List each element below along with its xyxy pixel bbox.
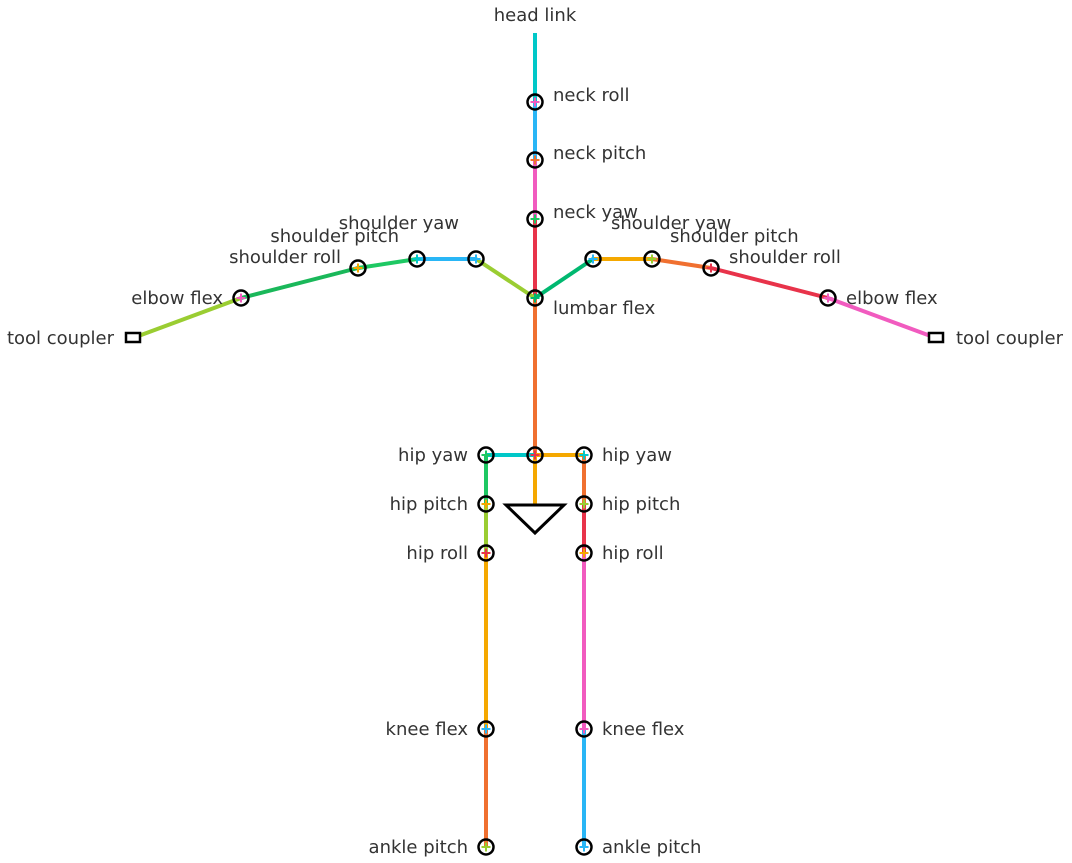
link-left-upper-arm [240,266,359,300]
link-right-shoulder-base [533,257,595,300]
joint-left-ankle-pitch-ring [477,838,495,856]
joint-lumbar-flex-icon [526,289,544,307]
joint-right-shoulder-pitch-icon [643,250,661,268]
joint-left-knee-flex-ring [477,720,495,738]
joint-pelvis-icon [526,446,544,464]
joint-neck-roll-ring [526,93,544,111]
label-neck-roll: neck roll [553,85,630,106]
label-right-elbow-flex: elbow flex [846,288,938,309]
label-left-shoulder-pitch: shoulder pitch [270,226,399,247]
joint-lumbar-flex-ring [526,289,544,307]
joint-pelvis-ring [526,446,544,464]
link-right-shoulder-pitch [651,257,712,270]
joint-left-knee-flex-icon [477,720,495,738]
label-right-hip-yaw: hip yaw [602,445,672,466]
joint-right-elbow-flex-ring [819,289,837,307]
joint-right-shoulder-roll-icon [702,259,720,277]
label-right-shoulder-roll: shoulder roll [729,247,841,268]
joint-right-hip-roll-icon [575,544,593,562]
link-left-shoulder-pitch [357,257,418,270]
label-right-ankle-pitch: ankle pitch [602,837,701,858]
label-right-shoulder-yaw: shoulder yaw [611,213,731,234]
label-right-hip-roll: hip roll [602,543,664,564]
joint-right-shoulder-pitch-ring [643,250,661,268]
label-right-hip-pitch: hip pitch [602,494,680,515]
joint-left-elbow-flex-ring [232,289,250,307]
joint-left-ankle-pitch-icon [477,838,495,856]
left-tool-coupler-icon [124,331,142,344]
label-neck-pitch: neck pitch [553,143,646,164]
joint-left-hip-pitch-icon [477,495,495,513]
joint-left-hip-roll-ring [477,544,495,562]
label-left-knee-flex: knee flex [386,719,469,740]
joint-neck-roll-icon [526,93,544,111]
label-left-tool-coupler: tool coupler [7,328,115,349]
label-left-hip-roll: hip roll [406,543,468,564]
label-left-shoulder-yaw: shoulder yaw [339,213,459,234]
label-right-shoulder-pitch: shoulder pitch [670,226,799,247]
label-left-hip-pitch: hip pitch [390,494,468,515]
joint-right-elbow-flex-icon [819,289,837,307]
joint-right-hip-roll-ring [575,544,593,562]
link-left-forearm [132,296,242,340]
joint-right-knee-flex-icon [575,720,593,738]
joint-neck-pitch-icon [526,151,544,169]
joint-right-knee-flex-ring [575,720,593,738]
joint-left-hip-yaw-ring [477,446,495,464]
joint-left-shoulder-roll-ring [349,259,367,277]
label-left-shoulder-roll: shoulder roll [229,247,341,268]
links-layer [132,33,937,847]
label-left-elbow-flex: elbow flex [131,288,223,309]
joint-right-shoulder-yaw-ring [584,250,602,268]
label-head-link: head link [494,5,577,26]
joint-right-hip-yaw-ring [575,446,593,464]
base-triangle-icon [502,503,568,536]
label-right-tool-coupler: tool coupler [956,328,1064,349]
joint-right-shoulder-roll-ring [702,259,720,277]
link-right-upper-arm [710,266,829,300]
labels-layer: head link neck roll neck pitch neck yaw lumb… [7,5,1064,858]
joint-left-hip-pitch-ring [477,495,495,513]
joint-left-shoulder-pitch-icon [408,250,426,268]
joint-neck-yaw-icon [526,210,544,228]
joint-left-elbow-flex-icon [232,289,250,307]
joint-right-hip-pitch-ring [575,495,593,513]
joint-neck-pitch-ring [526,151,544,169]
joint-left-shoulder-yaw-ring [467,250,485,268]
joint-right-ankle-pitch-ring [575,838,593,856]
joint-neck-yaw-ring [526,210,544,228]
link-left-shoulder-base [474,257,537,300]
label-left-hip-yaw: hip yaw [398,445,468,466]
joint-left-hip-yaw-icon [477,446,495,464]
markers-layer [124,93,945,856]
joint-right-hip-pitch-icon [575,495,593,513]
joint-left-shoulder-yaw-icon [467,250,485,268]
joint-left-hip-roll-icon [477,544,495,562]
joint-right-hip-yaw-icon [575,446,593,464]
joint-left-shoulder-pitch-ring [408,250,426,268]
label-lumbar-flex: lumbar flex [553,298,656,319]
joint-left-shoulder-roll-icon [349,259,367,277]
joint-right-shoulder-yaw-icon [584,250,602,268]
label-left-ankle-pitch: ankle pitch [369,837,468,858]
link-right-forearm [827,296,937,340]
joint-right-ankle-pitch-icon [575,838,593,856]
right-tool-coupler-icon [927,331,945,344]
label-neck-yaw: neck yaw [553,202,638,223]
label-right-knee-flex: knee flex [602,719,685,740]
